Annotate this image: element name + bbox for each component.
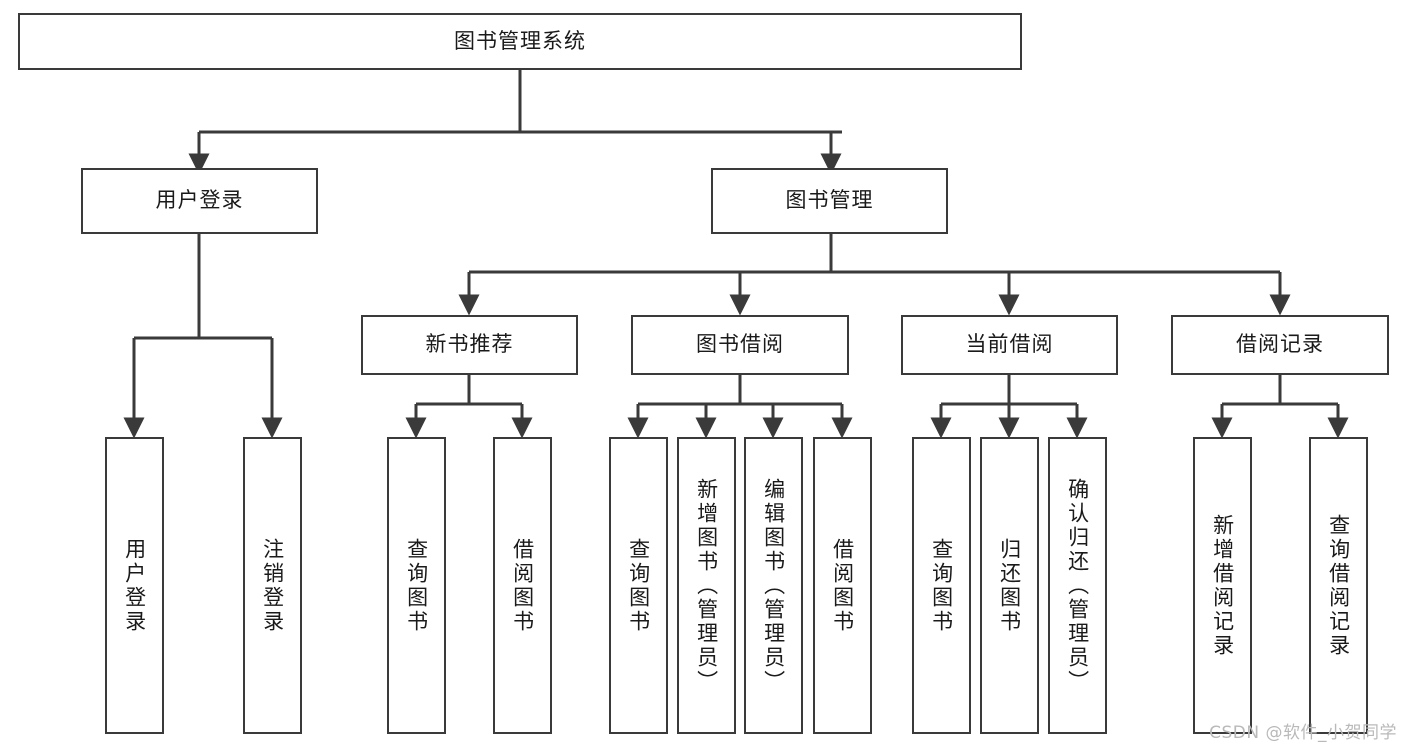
- leaf-borrow-book-1[interactable]: 查询图书: [609, 437, 668, 734]
- leaf-current-borrow-2[interactable]: 归还图书: [980, 437, 1039, 734]
- watermark-text: CSDN @软件_小贺同学: [1209, 723, 1397, 743]
- leaf-new-book-2-label: 借阅图书: [510, 537, 535, 634]
- leaf-borrow-record-2-label: 查询借阅记录: [1326, 513, 1351, 658]
- node-new-book[interactable]: 新书推荐: [361, 315, 578, 375]
- leaf-current-borrow-3-label: 确认归还（管理员）: [1065, 477, 1090, 694]
- node-current-borrow-label: 当前借阅: [965, 332, 1054, 357]
- leaf-borrow-book-3[interactable]: 编辑图书（管理员）: [744, 437, 803, 734]
- leaf-new-book-1-label: 查询图书: [404, 537, 429, 634]
- leaf-user-login-1-label: 用户登录: [122, 537, 147, 634]
- leaf-borrow-record-1[interactable]: 新增借阅记录: [1193, 437, 1252, 734]
- leaf-current-borrow-1-label: 查询图书: [929, 537, 954, 634]
- node-borrow-record-label: 借阅记录: [1236, 332, 1324, 357]
- node-new-book-label: 新书推荐: [425, 332, 514, 357]
- leaf-borrow-record-1-label: 新增借阅记录: [1210, 513, 1235, 658]
- leaf-borrow-book-4-label: 借阅图书: [830, 537, 855, 634]
- leaf-user-login-2-label: 注销登录: [260, 537, 285, 634]
- node-borrow-record[interactable]: 借阅记录: [1171, 315, 1389, 375]
- leaf-user-login-1[interactable]: 用户登录: [105, 437, 164, 734]
- node-root[interactable]: 图书管理系统: [18, 13, 1022, 70]
- leaf-borrow-book-2[interactable]: 新增图书（管理员）: [677, 437, 736, 734]
- leaf-borrow-book-4[interactable]: 借阅图书: [813, 437, 872, 734]
- leaf-user-login-2[interactable]: 注销登录: [243, 437, 302, 734]
- node-borrow-book-label: 图书借阅: [696, 332, 784, 357]
- node-root-label: 图书管理系统: [454, 28, 586, 53]
- leaf-new-book-1[interactable]: 查询图书: [387, 437, 446, 734]
- leaf-borrow-record-2[interactable]: 查询借阅记录: [1309, 437, 1368, 734]
- leaf-current-borrow-3[interactable]: 确认归还（管理员）: [1048, 437, 1107, 734]
- node-book-manage[interactable]: 图书管理: [711, 168, 948, 234]
- leaf-new-book-2[interactable]: 借阅图书: [493, 437, 552, 734]
- node-user-login-label: 用户登录: [155, 188, 244, 213]
- leaf-borrow-book-1-label: 查询图书: [626, 537, 651, 634]
- leaf-current-borrow-1[interactable]: 查询图书: [912, 437, 971, 734]
- node-borrow-book[interactable]: 图书借阅: [631, 315, 849, 375]
- leaf-current-borrow-2-label: 归还图书: [997, 537, 1022, 634]
- node-user-login[interactable]: 用户登录: [81, 168, 318, 234]
- leaf-borrow-book-2-label: 新增图书（管理员）: [694, 477, 719, 694]
- leaf-borrow-book-3-label: 编辑图书（管理员）: [761, 477, 786, 694]
- node-book-manage-label: 图书管理: [785, 188, 874, 213]
- node-current-borrow[interactable]: 当前借阅: [901, 315, 1118, 375]
